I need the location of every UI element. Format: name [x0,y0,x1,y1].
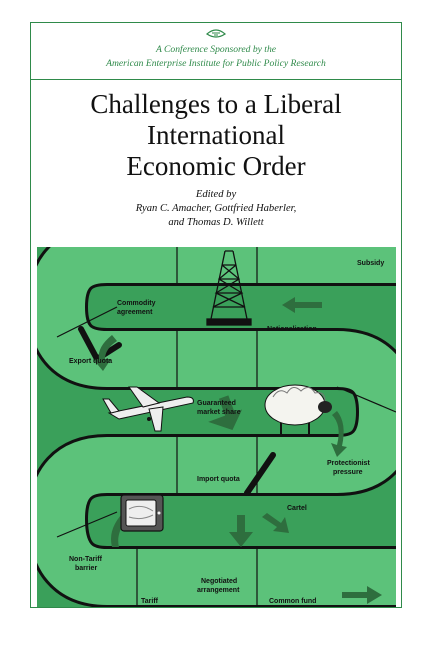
label-guaranteed-1: Guaranteed [197,400,236,407]
title-line-1: Challenges to a Liberal [90,89,342,119]
game-board-illustration: Subsidy Commodity agreement Nationalizat… [37,247,396,607]
serpentine-path [37,247,396,607]
square-dividers [56,247,396,605]
label-subsidy: Subsidy [357,260,384,267]
label-nationalization: Nationalization [267,326,317,333]
television-icon [120,494,164,532]
label-common-fund: Common fund [269,598,316,605]
title-line-3: Economic Order [126,151,306,181]
label-guaranteed-2: market share [197,409,241,416]
sponsor-line-2: American Enterprise Institute for Public… [106,58,326,69]
sheep-icon [264,384,332,435]
oil-derrick-icon [206,250,252,326]
label-import-quota: Import quota [197,476,240,483]
label-commodity-2: agreement [117,309,153,316]
label-protectionist-1: Protectionist [327,460,370,467]
editors-line-1: Ryan C. Amacher, Gottfried Haberler, [135,203,297,214]
editors-line-2: and Thomas D. Willett [168,217,264,228]
sponsor-line-1: A Conference Sponsored by the [155,44,277,55]
label-negotiated-1: Negotiated [201,578,237,585]
label-cartel: Cartel [287,505,307,512]
label-tariff: Tariff [141,598,159,605]
label-non-tariff-1: Non-Tariff [69,556,103,563]
label-protectionist-2: pressure [333,469,363,476]
edited-by: Edited by [195,189,237,200]
label-non-tariff-2: barrier [75,565,97,572]
aei-logo-icon [206,29,226,38]
label-commodity-1: Commodity [117,300,156,307]
book-cover: A Conference Sponsored by the American E… [30,22,402,608]
sponsor-band: A Conference Sponsored by the American E… [31,23,401,80]
title-line-2: International [147,120,285,150]
label-export-quota: Export quota [69,358,112,365]
airplane-icon [102,386,194,432]
label-negotiated-2: arrangement [197,587,240,594]
